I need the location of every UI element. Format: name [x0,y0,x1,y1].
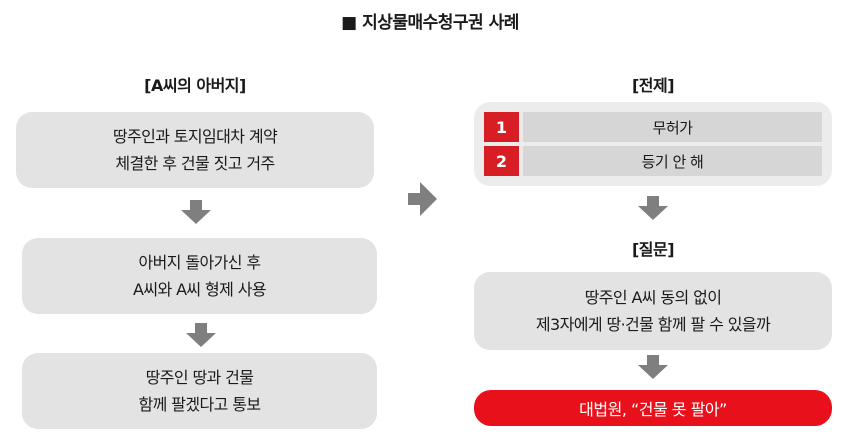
question-line2: 제3자에게 땅·건물 함께 팔 수 있을까 [535,315,771,334]
premise-number-badge: 2 [484,146,519,176]
premise-text: 무허가 [523,112,822,142]
down-arrow-icon [638,355,668,379]
left-step-2-line2: A씨와 A씨 형제 사용 [133,280,267,299]
premise-row-2: 2 등기 안 해 [484,146,822,176]
question-box: 땅주인 A씨 동의 없이 제3자에게 땅·건물 함께 팔 수 있을까 [474,272,832,350]
left-step-1-line2: 체결한 후 건물 짓고 거주 [115,154,275,173]
down-arrow-icon [181,200,211,224]
right-arrow-icon [408,182,437,216]
premise-number-badge: 1 [484,112,519,142]
left-step-1: 땅주인과 토지임대차 계약 체결한 후 건물 짓고 거주 [16,112,374,188]
left-heading: [A씨의 아버지] [144,76,246,95]
answer-banner: 대법원, “건물 못 팔아” [474,390,832,426]
down-arrow-icon [638,196,668,220]
diagram-title: ■ 지상물매수청구권 사례 [341,13,519,33]
premise-text: 등기 안 해 [523,146,822,176]
left-step-3-line1: 땅주인 땅과 건물 [145,368,254,387]
question-line1: 땅주인 A씨 동의 없이 [584,288,722,307]
left-step-1-line1: 땅주인과 토지임대차 계약 [112,127,278,146]
left-step-3: 땅주인 땅과 건물 함께 팔겠다고 통보 [22,353,377,429]
down-arrow-icon [186,323,216,347]
question-heading: [질문] [631,240,675,259]
left-step-2: 아버지 돌아가신 후 A씨와 A씨 형제 사용 [22,238,377,314]
premise-row-1: 1 무허가 [484,112,822,142]
premise-panel: 1 무허가 2 등기 안 해 [474,102,832,186]
left-step-3-line2: 함께 팔겠다고 통보 [138,395,262,414]
left-step-2-line1: 아버지 돌아가신 후 [138,253,262,272]
premise-heading: [전제] [631,76,675,95]
